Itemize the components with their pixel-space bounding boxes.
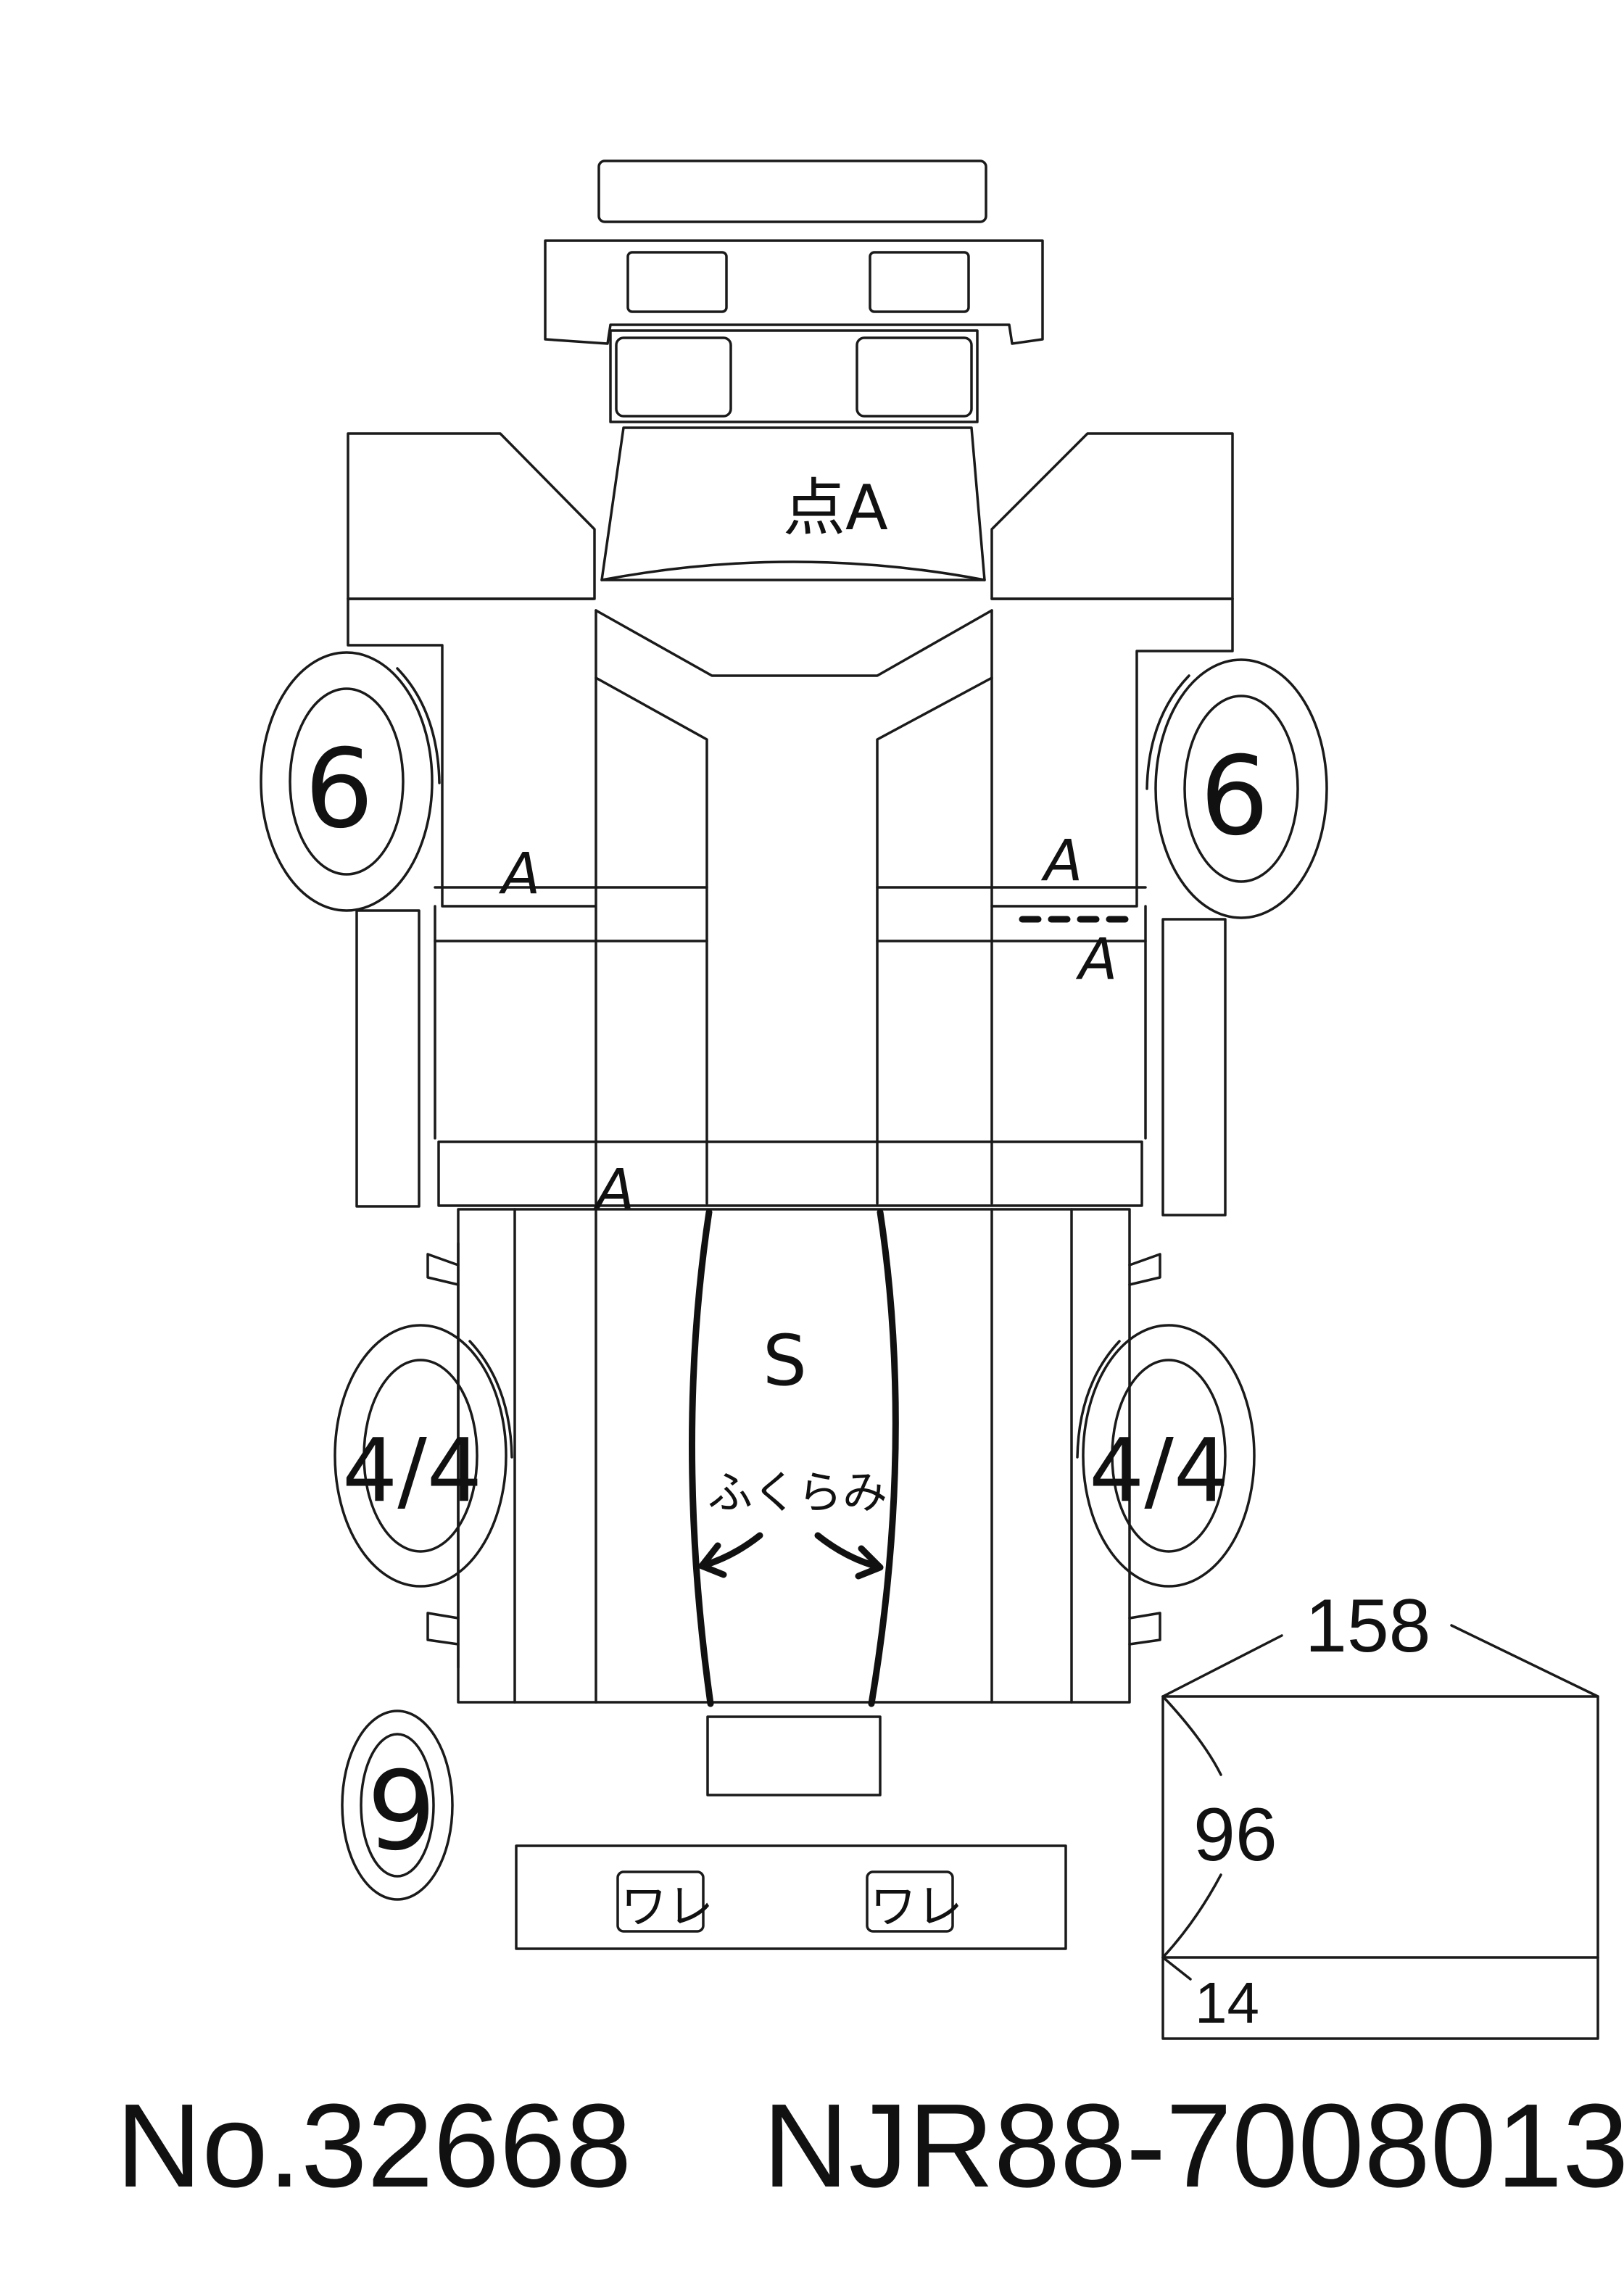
left-door [347,432,596,1140]
front-bumper [597,159,987,223]
side-mirrors [355,909,1227,1217]
rear-hitch [706,1715,882,1796]
spare-tire [341,1709,454,1901]
right-front-fender-mark-2: A [1075,927,1117,992]
rear-left-tire [334,1324,513,1588]
hood-mark: 点A [783,472,888,544]
spare-tire-mark: 9 [367,1749,436,1875]
rear-right-lamp-mark: ワレ [870,1881,963,1934]
front-grille [544,239,1044,345]
dimension-box [1161,1624,1599,2040]
rear-left-lamp-mark: ワレ [621,1881,713,1934]
cab-body [434,609,1147,1205]
left-sill-mark: A [592,1158,634,1223]
dimension-height: 14 [1195,1970,1259,2035]
cargo-bed-bulge-marks [688,1209,899,1707]
cargo-bed-note: ふくらみ [708,1466,887,1519]
dimension-length: 158 [1305,1584,1431,1668]
front-right-tire-mark: 6 [1200,734,1269,860]
rear-bumper [515,1844,1067,1950]
right-door [990,432,1234,1140]
front-right-tire [1146,658,1328,919]
rear-left-tire-mark: 4/4 [342,1421,482,1522]
left-front-fender-mark: A [498,842,540,907]
cargo-bed [426,1208,1161,1704]
bulge-arrows [698,1532,884,1580]
cab-roof [594,426,993,677]
cargo-bed-mark: S [763,1320,807,1401]
rear-right-tire [1076,1324,1256,1588]
front-left-tire [260,651,441,912]
dimension-width: 96 [1193,1793,1277,1877]
chassis-number: NJR88-7008013 [763,2079,1624,2212]
rear-sill [437,1140,1143,1207]
vehicle-number: No.32668 [116,2079,631,2212]
right-front-fender-mark: A [1040,829,1082,894]
headlights [609,329,979,423]
rear-right-tire-mark: 4/4 [1089,1421,1229,1522]
front-left-tire-mark: 6 [304,726,373,853]
